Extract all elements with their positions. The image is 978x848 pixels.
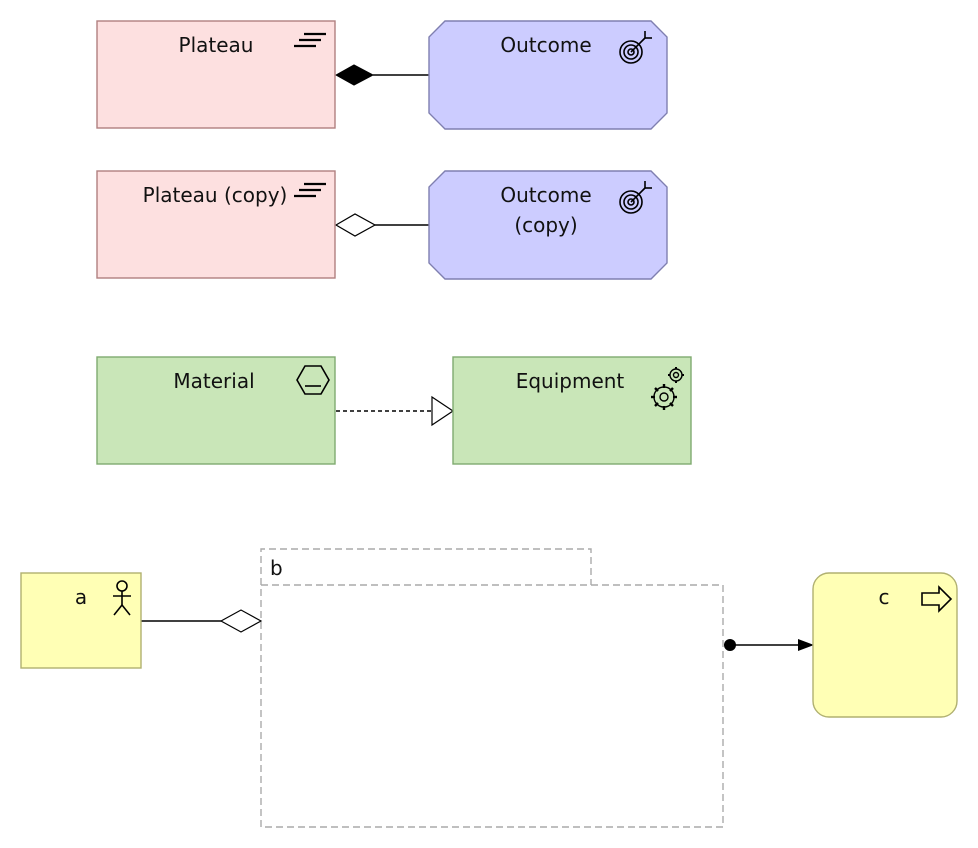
triggering-connector-b-c[interactable] — [724, 639, 814, 651]
outcome-copy-label-line2: (copy) — [514, 213, 577, 237]
event-arrow-icon — [921, 585, 953, 613]
group-b[interactable]: b — [260, 548, 724, 828]
plateau-copy-label: Plateau (copy) — [143, 183, 288, 207]
aggregation-diamond-a-b — [219, 609, 263, 633]
group-b-tab — [260, 548, 592, 585]
plateau-box — [96, 20, 336, 129]
aggregation-diamond — [334, 213, 377, 237]
outcome-copy-label-line1: Outcome — [500, 183, 591, 207]
c-node[interactable]: c — [812, 572, 958, 718]
equipment-box — [452, 356, 692, 465]
composition-connector[interactable] — [334, 64, 430, 86]
outcome-copy-node[interactable]: Outcome (copy) — [428, 170, 668, 280]
target-icon — [619, 31, 652, 64]
a-box — [20, 572, 142, 669]
material-label: Material — [173, 369, 254, 393]
realization-arrowhead — [431, 395, 455, 427]
plateau-node[interactable]: Plateau — [96, 20, 336, 129]
plateau-icon — [294, 182, 326, 198]
c-label: c — [879, 585, 890, 609]
equipment-label: Equipment — [516, 369, 625, 393]
outcome-copy-box — [428, 170, 668, 280]
target-icon — [619, 181, 652, 214]
plateau-copy-box — [96, 170, 336, 279]
material-box — [96, 356, 336, 465]
plateau-icon — [294, 32, 326, 48]
plateau-label: Plateau — [179, 33, 254, 57]
a-label: a — [75, 585, 87, 609]
plateau-copy-node[interactable]: Plateau (copy) — [96, 170, 336, 279]
actor-icon — [113, 580, 131, 616]
equipment-node[interactable]: Equipment — [452, 356, 692, 465]
triggering-arrowhead — [798, 639, 814, 651]
composition-diamond — [334, 64, 375, 86]
material-icon — [296, 365, 330, 395]
a-node[interactable]: a — [20, 572, 142, 669]
outcome-label: Outcome — [500, 33, 591, 57]
c-box — [812, 572, 958, 718]
realization-connector[interactable] — [336, 395, 455, 427]
gears-icon — [651, 367, 684, 410]
group-b-label: b — [270, 556, 283, 580]
outcome-box — [428, 20, 668, 130]
group-b-body — [260, 584, 724, 828]
aggregation-connector[interactable] — [334, 213, 430, 237]
aggregation-connector-a-b[interactable] — [141, 609, 263, 633]
outcome-node[interactable]: Outcome — [428, 20, 668, 130]
material-node[interactable]: Material — [96, 356, 336, 465]
